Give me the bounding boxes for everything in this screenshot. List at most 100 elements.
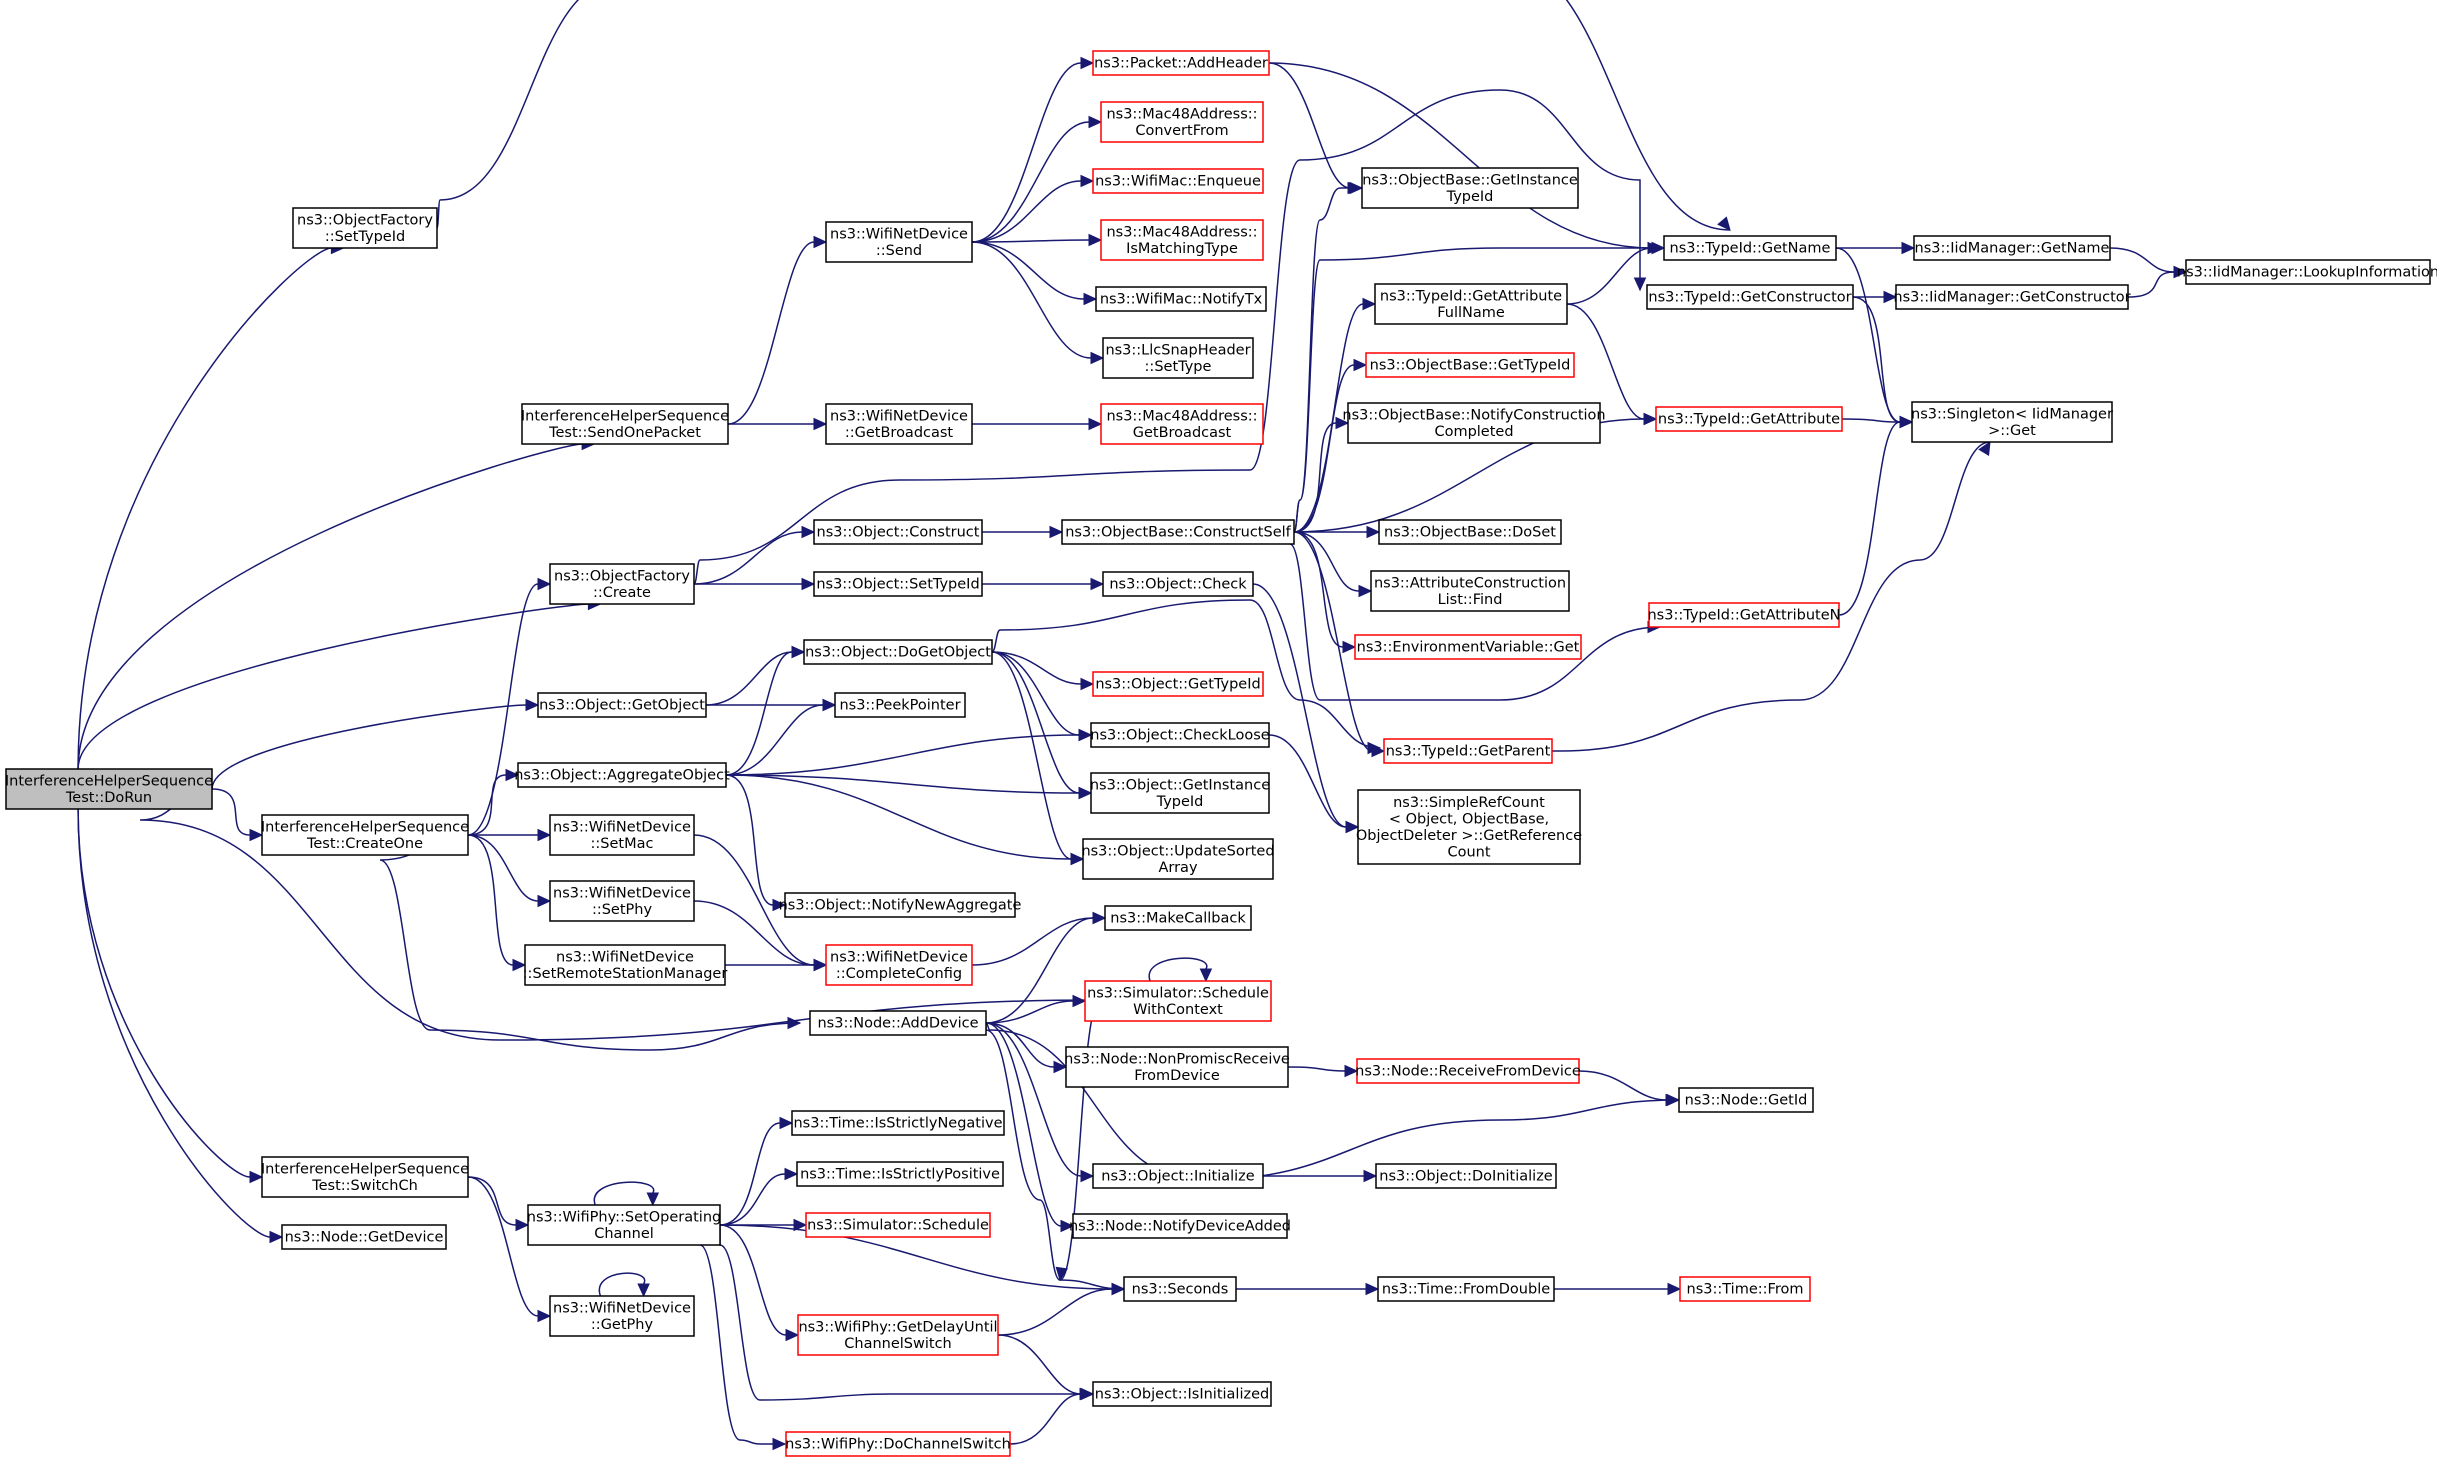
node-time-fromdouble[interactable]: ns3::Time::FromDouble [1377, 1276, 1555, 1302]
node-obj-doinitialize[interactable]: ns3::Object::DoInitialize [1375, 1163, 1557, 1189]
node-obj-initialize[interactable]: ns3::Object::Initialize [1092, 1163, 1264, 1189]
edge-time_fromdouble-to-time_from-arrowhead [1667, 1282, 1682, 1296]
node-ob-constructself[interactable]: ns3::ObjectBase::ConstructSelf [1061, 519, 1295, 545]
node-obj-check[interactable]: ns3::Object::Check [1102, 571, 1254, 597]
node-label: Count [1447, 844, 1490, 860]
node-ih-sendonepacket[interactable]: InterferenceHelperSequenceTest::SendOneP… [521, 403, 729, 445]
node-src-getrefcount[interactable]: ns3::SimpleRefCount< Object, ObjectBase,… [1356, 789, 1582, 865]
node-tid-getconstructor[interactable]: ns3::TypeId::GetConstructor [1646, 284, 1854, 310]
node-peekpointer[interactable]: ns3::PeekPointer [834, 692, 966, 718]
node-wnd-send[interactable]: ns3::WifiNetDevice::Send [825, 221, 973, 263]
node-node-getdevice[interactable]: ns3::Node::GetDevice [281, 1224, 447, 1250]
edge-node_receivefromdevice-to-node_getid-arrowhead [1666, 1093, 1681, 1107]
node-obj-settypeid[interactable]: ns3::Object::SetTypeId [813, 571, 983, 597]
edge-obj_construct-to-ob_constructself-arrowhead [1049, 525, 1064, 539]
node-obj-dogetobject[interactable]: ns3::Object::DoGetObject [803, 639, 993, 665]
node-tid-getname[interactable]: ns3::TypeId::GetName [1663, 235, 1837, 261]
node-label: ns3::Node::GetDevice [285, 1230, 444, 1246]
node-of-settypeid[interactable]: ns3::ObjectFactory::SetTypeId [292, 207, 438, 249]
node-obj-aggregateobject[interactable]: ns3::Object::AggregateObject [514, 762, 730, 788]
node-mac48-getbroadcast[interactable]: ns3::Mac48Address::GetBroadcast [1100, 403, 1264, 445]
node-label: GetBroadcast [1133, 425, 1232, 441]
node-wnd-getbroadcast[interactable]: ns3::WifiNetDevice::GetBroadcast [825, 403, 973, 445]
node-obj-gettypeid[interactable]: ns3::Object::GetTypeId [1092, 671, 1264, 697]
node-node-notifydeviceadded[interactable]: ns3::Node::NotifyDeviceAdded [1069, 1213, 1291, 1239]
node-label: ::GetBroadcast [845, 425, 954, 441]
node-mac48-ismatching[interactable]: ns3::Mac48Address::IsMatchingType [1100, 219, 1264, 261]
node-box [796, 1161, 1004, 1187]
node-obj-getobject[interactable]: ns3::Object::GetObject [537, 692, 707, 718]
edge-ih_switchch-to-wnd_getphy [467, 1176, 539, 1317]
edge-obj_dogetobject-to-obj_gettypeid-arrowhead [1080, 677, 1095, 691]
node-env-get[interactable]: ns3::EnvironmentVariable::Get [1354, 634, 1582, 660]
edge-wp_setopch-to-wp_getdelay-arrowhead [785, 1328, 800, 1342]
node-obj-isinitialized[interactable]: ns3::Object::IsInitialized [1092, 1381, 1272, 1407]
node-box [1377, 1276, 1555, 1302]
edge-wnd_send-to-pkt_addheader-arrowhead [1080, 56, 1095, 70]
node-label: ns3::ObjectBase::GetTypeId [1370, 358, 1571, 374]
node-wnd-completeconfig[interactable]: ns3::WifiNetDevice::CompleteConfig [825, 944, 973, 986]
node-tid-getattributen[interactable]: ns3::TypeId::GetAttributeN [1647, 602, 1841, 628]
node-llc-settype[interactable]: ns3::LlcSnapHeader::SetType [1102, 337, 1254, 379]
edge-obj_dogetobject-to-tid_getparent [991, 599, 1381, 749]
node-wp-dochannelswitch[interactable]: ns3::WifiPhy::DoChannelSwitch [785, 1431, 1011, 1457]
node-makecallback[interactable]: ns3::MakeCallback [1104, 905, 1252, 931]
edge-node_adddevice-to-sim_schedulewc-arrowhead [1072, 994, 1087, 1008]
node-time-isneg[interactable]: ns3::Time::IsStrictlyNegative [791, 1110, 1005, 1136]
node-obj-construct[interactable]: ns3::Object::Construct [813, 519, 983, 545]
node-singleton-get[interactable]: ns3::Singleton< IidManager>::Get [1911, 401, 2113, 443]
node-iid-lookupinfo[interactable]: ns3::IidManager::LookupInformation [2177, 259, 2437, 285]
node-of-create[interactable]: ns3::ObjectFactory::Create [549, 563, 695, 605]
node-wnd-setphy[interactable]: ns3::WifiNetDevice::SetPhy [549, 880, 695, 922]
node-box [1646, 284, 1854, 310]
edge-ob_constructself-to-tid_getparent-arrowhead [1371, 744, 1386, 758]
edge-wp_getdelay-to-seconds [997, 1288, 1113, 1336]
node-sim-schedule[interactable]: ns3::Simulator::Schedule [805, 1212, 991, 1238]
edge-obj_aggregateobject-to-peekpointer-arrowhead [822, 698, 837, 712]
node-ob-gettypeid[interactable]: ns3::ObjectBase::GetTypeId [1365, 352, 1575, 378]
node-ob-doset[interactable]: ns3::ObjectBase::DoSet [1378, 519, 1562, 545]
node-time-from[interactable]: ns3::Time::From [1679, 1276, 1811, 1302]
node-box [1084, 980, 1272, 1022]
node-node-receivefromdevice[interactable]: ns3::Node::ReceiveFromDevice [1355, 1058, 1581, 1084]
node-label: ns3::Object::GetTypeId [1095, 677, 1260, 693]
node-wnd-setrsm[interactable]: ns3::WifiNetDevice::SetRemoteStationMana… [523, 944, 728, 986]
node-seconds[interactable]: ns3::Seconds [1123, 1276, 1237, 1302]
node-wnd-getphy[interactable]: ns3::WifiNetDevice::GetPhy [549, 1295, 695, 1337]
node-iid-getname[interactable]: ns3::IidManager::GetName [1913, 235, 2111, 261]
node-time-ispos[interactable]: ns3::Time::IsStrictlyPositive [796, 1161, 1004, 1187]
edge-wp_setopch-to-time_ispos [719, 1173, 786, 1226]
node-pkt-addheader[interactable]: ns3::Packet::AddHeader [1092, 50, 1270, 76]
node-label: InterferenceHelperSequence [261, 1161, 469, 1177]
edge-wp_getdelay-to-obj_isinitialized [997, 1334, 1082, 1395]
node-mac48-convertfrom[interactable]: ns3::Mac48Address::ConvertFrom [1100, 101, 1264, 143]
node-wnd-setmac[interactable]: ns3::WifiNetDevice::SetMac [549, 814, 695, 856]
node-obj-checkloose[interactable]: ns3::Object::CheckLoose [1090, 722, 1270, 748]
node-ob-notifyconstruction[interactable]: ns3::ObjectBase::NotifyConstructionCompl… [1342, 402, 1606, 444]
node-obj-notifynewagg[interactable]: ns3::Object::NotifyNewAggregate [779, 892, 1022, 918]
node-ih-createone[interactable]: InterferenceHelperSequenceTest::CreateOn… [261, 814, 469, 856]
node-wm-notifytx[interactable]: ns3::WifiMac::NotifyTx [1095, 286, 1267, 312]
node-tid-getparent[interactable]: ns3::TypeId::GetParent [1383, 738, 1553, 764]
node-node-adddevice[interactable]: ns3::Node::AddDevice [809, 1010, 987, 1036]
edge-of_create-to-tid_getconstructor [693, 89, 1641, 585]
node-iid-getconstructor[interactable]: ns3::IidManager::GetConstructor [1893, 284, 2131, 310]
node-wm-enqueue[interactable]: ns3::WifiMac::Enqueue [1092, 168, 1264, 194]
node-node-getid[interactable]: ns3::Node::GetId [1678, 1087, 1814, 1113]
node-box [524, 944, 726, 986]
node-tid-getattribute[interactable]: ns3::TypeId::GetAttribute [1655, 406, 1843, 432]
node-box [805, 1212, 991, 1238]
edge-obj_dogetobject-to-obj_updatesorted [991, 651, 1072, 860]
node-label: ns3::Node::NotifyDeviceAdded [1069, 1219, 1291, 1235]
